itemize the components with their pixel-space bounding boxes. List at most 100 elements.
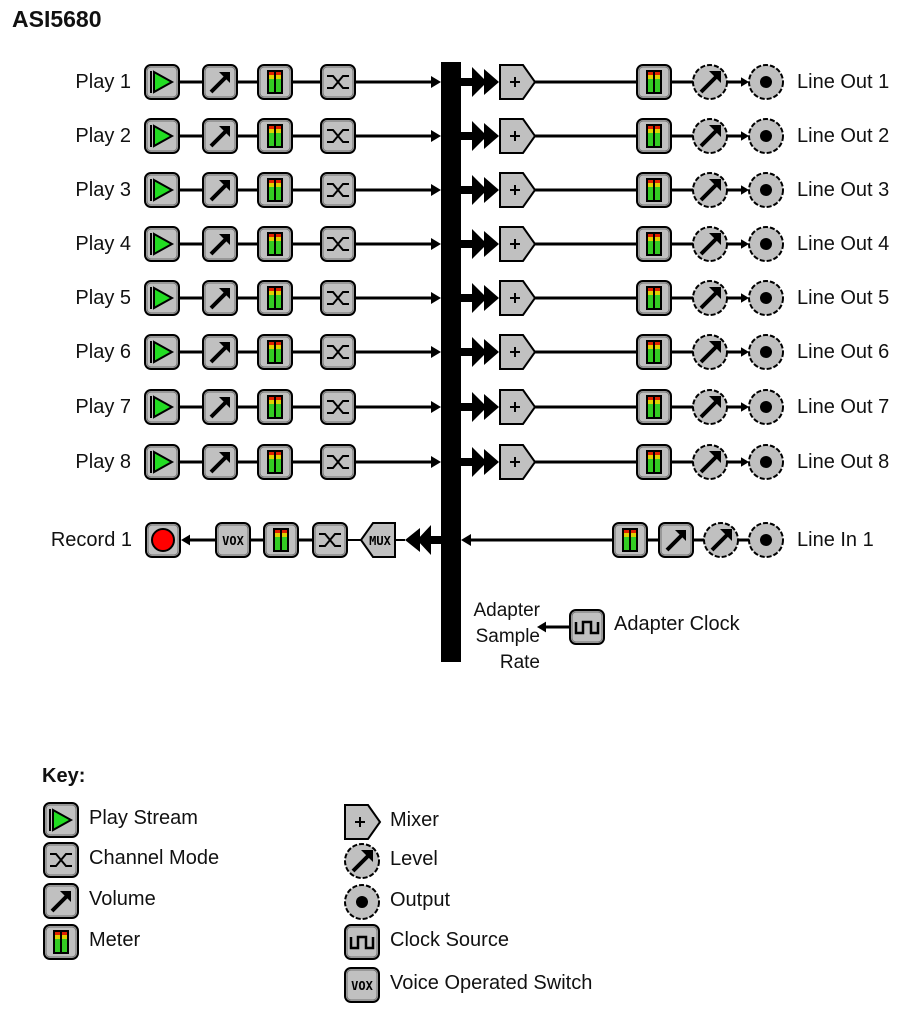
volume-icon[interactable] — [659, 523, 693, 557]
play-stream-icon[interactable] — [145, 445, 179, 479]
play-stream-icon[interactable] — [145, 173, 179, 207]
channel-mode-icon[interactable] — [321, 281, 355, 315]
bus-double-arrow-icon — [484, 123, 499, 149]
bus-double-arrow-icon — [461, 337, 487, 367]
sample-rate-line-3: Rate — [499, 652, 540, 673]
mixer-icon[interactable] — [499, 172, 536, 208]
play-stream-icon[interactable] — [145, 335, 179, 369]
output-icon[interactable] — [748, 522, 784, 558]
arrow-right-icon — [741, 77, 749, 87]
line-out-label-2: Line Out 2 — [797, 125, 890, 147]
play-stream-icon[interactable] — [145, 390, 179, 424]
channel-mode-key-icon — [44, 843, 78, 877]
mixer-icon[interactable] — [499, 389, 536, 425]
mixer-icon[interactable] — [499, 334, 536, 370]
meter-icon[interactable] — [637, 173, 671, 207]
mixer-icon[interactable] — [499, 64, 536, 100]
level-icon[interactable] — [702, 521, 740, 559]
meter-icon[interactable] — [637, 227, 671, 261]
play-stream-icon[interactable] — [145, 281, 179, 315]
level-icon[interactable] — [691, 117, 729, 155]
meter-icon[interactable] — [613, 523, 647, 557]
meter-icon[interactable] — [637, 119, 671, 153]
output-icon[interactable] — [748, 64, 784, 100]
clock-source-icon[interactable] — [570, 610, 604, 644]
meter-icon[interactable] — [258, 227, 292, 261]
volume-icon[interactable] — [203, 390, 237, 424]
volume-icon[interactable] — [203, 173, 237, 207]
arrow-right-icon — [431, 292, 441, 304]
bus-double-arrow-icon — [484, 177, 499, 203]
volume-key-icon — [44, 884, 78, 918]
mixer-icon[interactable] — [499, 118, 536, 154]
arrow-right-icon — [431, 184, 441, 196]
meter-icon[interactable] — [258, 390, 292, 424]
mixer-icon[interactable] — [499, 444, 536, 480]
mux-icon[interactable] — [360, 522, 396, 558]
meter-icon[interactable] — [258, 281, 292, 315]
output-icon[interactable] — [748, 226, 784, 262]
vox-icon[interactable] — [216, 523, 250, 557]
level-icon[interactable] — [691, 225, 729, 263]
level-icon[interactable] — [691, 443, 729, 481]
arrow-right-icon — [741, 347, 749, 357]
output-icon[interactable] — [748, 334, 784, 370]
level-icon[interactable] — [691, 171, 729, 209]
line-out-label-3: Line Out 3 — [797, 179, 890, 201]
meter-icon[interactable] — [258, 119, 292, 153]
output-icon[interactable] — [748, 280, 784, 316]
meter-icon[interactable] — [258, 335, 292, 369]
output-icon[interactable] — [748, 389, 784, 425]
meter-icon[interactable] — [637, 445, 671, 479]
meter-icon[interactable] — [258, 445, 292, 479]
bus-double-arrow-icon — [461, 447, 487, 477]
channel-mode-icon[interactable] — [321, 227, 355, 261]
key-label-mixer: Mixer — [390, 809, 439, 831]
line-in-label: Line In 1 — [797, 529, 874, 551]
channel-mode-icon[interactable] — [321, 390, 355, 424]
meter-icon[interactable] — [637, 390, 671, 424]
key-label-play-stream: Play Stream — [89, 807, 198, 829]
channel-mode-icon[interactable] — [321, 445, 355, 479]
meter-key-icon — [44, 925, 78, 959]
volume-icon[interactable] — [203, 445, 237, 479]
bus-double-arrow-left-icon — [417, 525, 441, 555]
level-icon[interactable] — [691, 388, 729, 426]
level-icon[interactable] — [691, 63, 729, 101]
output-icon[interactable] — [748, 118, 784, 154]
volume-icon[interactable] — [203, 227, 237, 261]
key-label-level: Level — [390, 848, 438, 870]
volume-icon[interactable] — [203, 335, 237, 369]
channel-mode-icon[interactable] — [321, 335, 355, 369]
play-stream-icon[interactable] — [145, 119, 179, 153]
meter-icon[interactable] — [637, 281, 671, 315]
channel-mode-icon[interactable] — [321, 119, 355, 153]
line-out-label-1: Line Out 1 — [797, 71, 890, 93]
output-icon[interactable] — [748, 444, 784, 480]
channel-mode-icon[interactable] — [321, 65, 355, 99]
channel-mode-icon[interactable] — [321, 173, 355, 207]
meter-icon[interactable] — [264, 523, 298, 557]
arrow-right-icon — [741, 293, 749, 303]
channel-mode-icon[interactable] — [313, 523, 347, 557]
meter-icon[interactable] — [258, 173, 292, 207]
arrow-right-icon — [741, 457, 749, 467]
volume-icon[interactable] — [203, 119, 237, 153]
line-out-label-7: Line Out 7 — [797, 396, 890, 418]
level-icon[interactable] — [691, 279, 729, 317]
play-stream-icon[interactable] — [145, 227, 179, 261]
volume-icon[interactable] — [203, 65, 237, 99]
level-icon[interactable] — [691, 333, 729, 371]
meter-icon[interactable] — [637, 65, 671, 99]
meter-icon[interactable] — [637, 335, 671, 369]
mixer-icon[interactable] — [499, 280, 536, 316]
play-stream-icon[interactable] — [145, 65, 179, 99]
adapter-sample-rate-label: Adapter Sample Rate — [462, 598, 540, 676]
record-icon[interactable] — [146, 523, 180, 557]
meter-icon[interactable] — [258, 65, 292, 99]
mixer-icon[interactable] — [499, 226, 536, 262]
output-icon[interactable] — [748, 172, 784, 208]
volume-icon[interactable] — [203, 281, 237, 315]
level-key-icon — [343, 842, 381, 880]
